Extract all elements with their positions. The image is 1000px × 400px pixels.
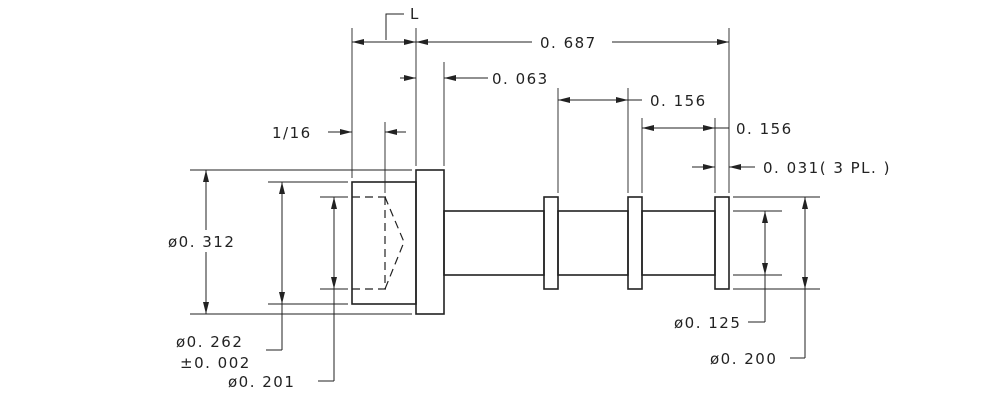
shaft-segment-2 <box>557 210 629 276</box>
shaft-segment-3 <box>641 210 716 276</box>
collar-diameter-text: ø0. 200 <box>710 350 777 368</box>
inner-diameter-text: ø0. 201 <box>228 373 295 391</box>
flange <box>415 169 445 315</box>
overall-length-text: 0. 687 <box>540 34 597 52</box>
collar-1 <box>543 196 559 290</box>
bore-body <box>351 181 417 305</box>
dim-head-thickness: 0. 063 <box>400 70 549 88</box>
shaft-diameter-text: ø0. 125 <box>674 314 741 332</box>
spacing-2-text: 0. 156 <box>736 120 793 138</box>
dim-overall-length: 0. 687 <box>352 34 729 52</box>
dim-inner-diameter: ø0. 201 <box>228 197 337 391</box>
dim-head-diameter: ø0. 312 <box>168 170 235 314</box>
collar-3 <box>714 196 730 290</box>
bore-diameter-text-2: ±0. 002 <box>180 354 251 372</box>
hidden-bore-lines <box>352 196 405 290</box>
bore-diameter-text-1: ø0. 262 <box>176 333 243 351</box>
shaft-segment-1 <box>443 210 545 276</box>
head-diameter-text: ø0. 312 <box>168 233 235 251</box>
dim-counterbore-depth: 1/16 <box>272 124 406 142</box>
datum-label: L <box>410 5 420 23</box>
collar-width-text: 0. 031( 3 PL. ) <box>763 159 891 177</box>
dim-bore-diameter: ø0. 262 ±0. 002 <box>176 182 285 372</box>
dim-spacing-2: 0. 156 <box>642 120 793 138</box>
dim-collar-diameter: ø0. 200 <box>710 197 808 368</box>
datum-l: L <box>385 5 420 40</box>
head-thickness-text: 0. 063 <box>492 70 549 88</box>
part-outline <box>351 169 730 315</box>
dim-shaft-diameter: ø0. 125 <box>674 211 768 332</box>
extension-lines <box>190 28 820 315</box>
counterbore-depth-text: 1/16 <box>272 124 312 142</box>
dim-collar-width: 0. 031( 3 PL. ) <box>692 159 891 177</box>
dim-spacing-1: 0. 156 <box>558 92 707 110</box>
collar-2 <box>627 196 643 290</box>
spacing-1-text: 0. 156 <box>650 92 707 110</box>
